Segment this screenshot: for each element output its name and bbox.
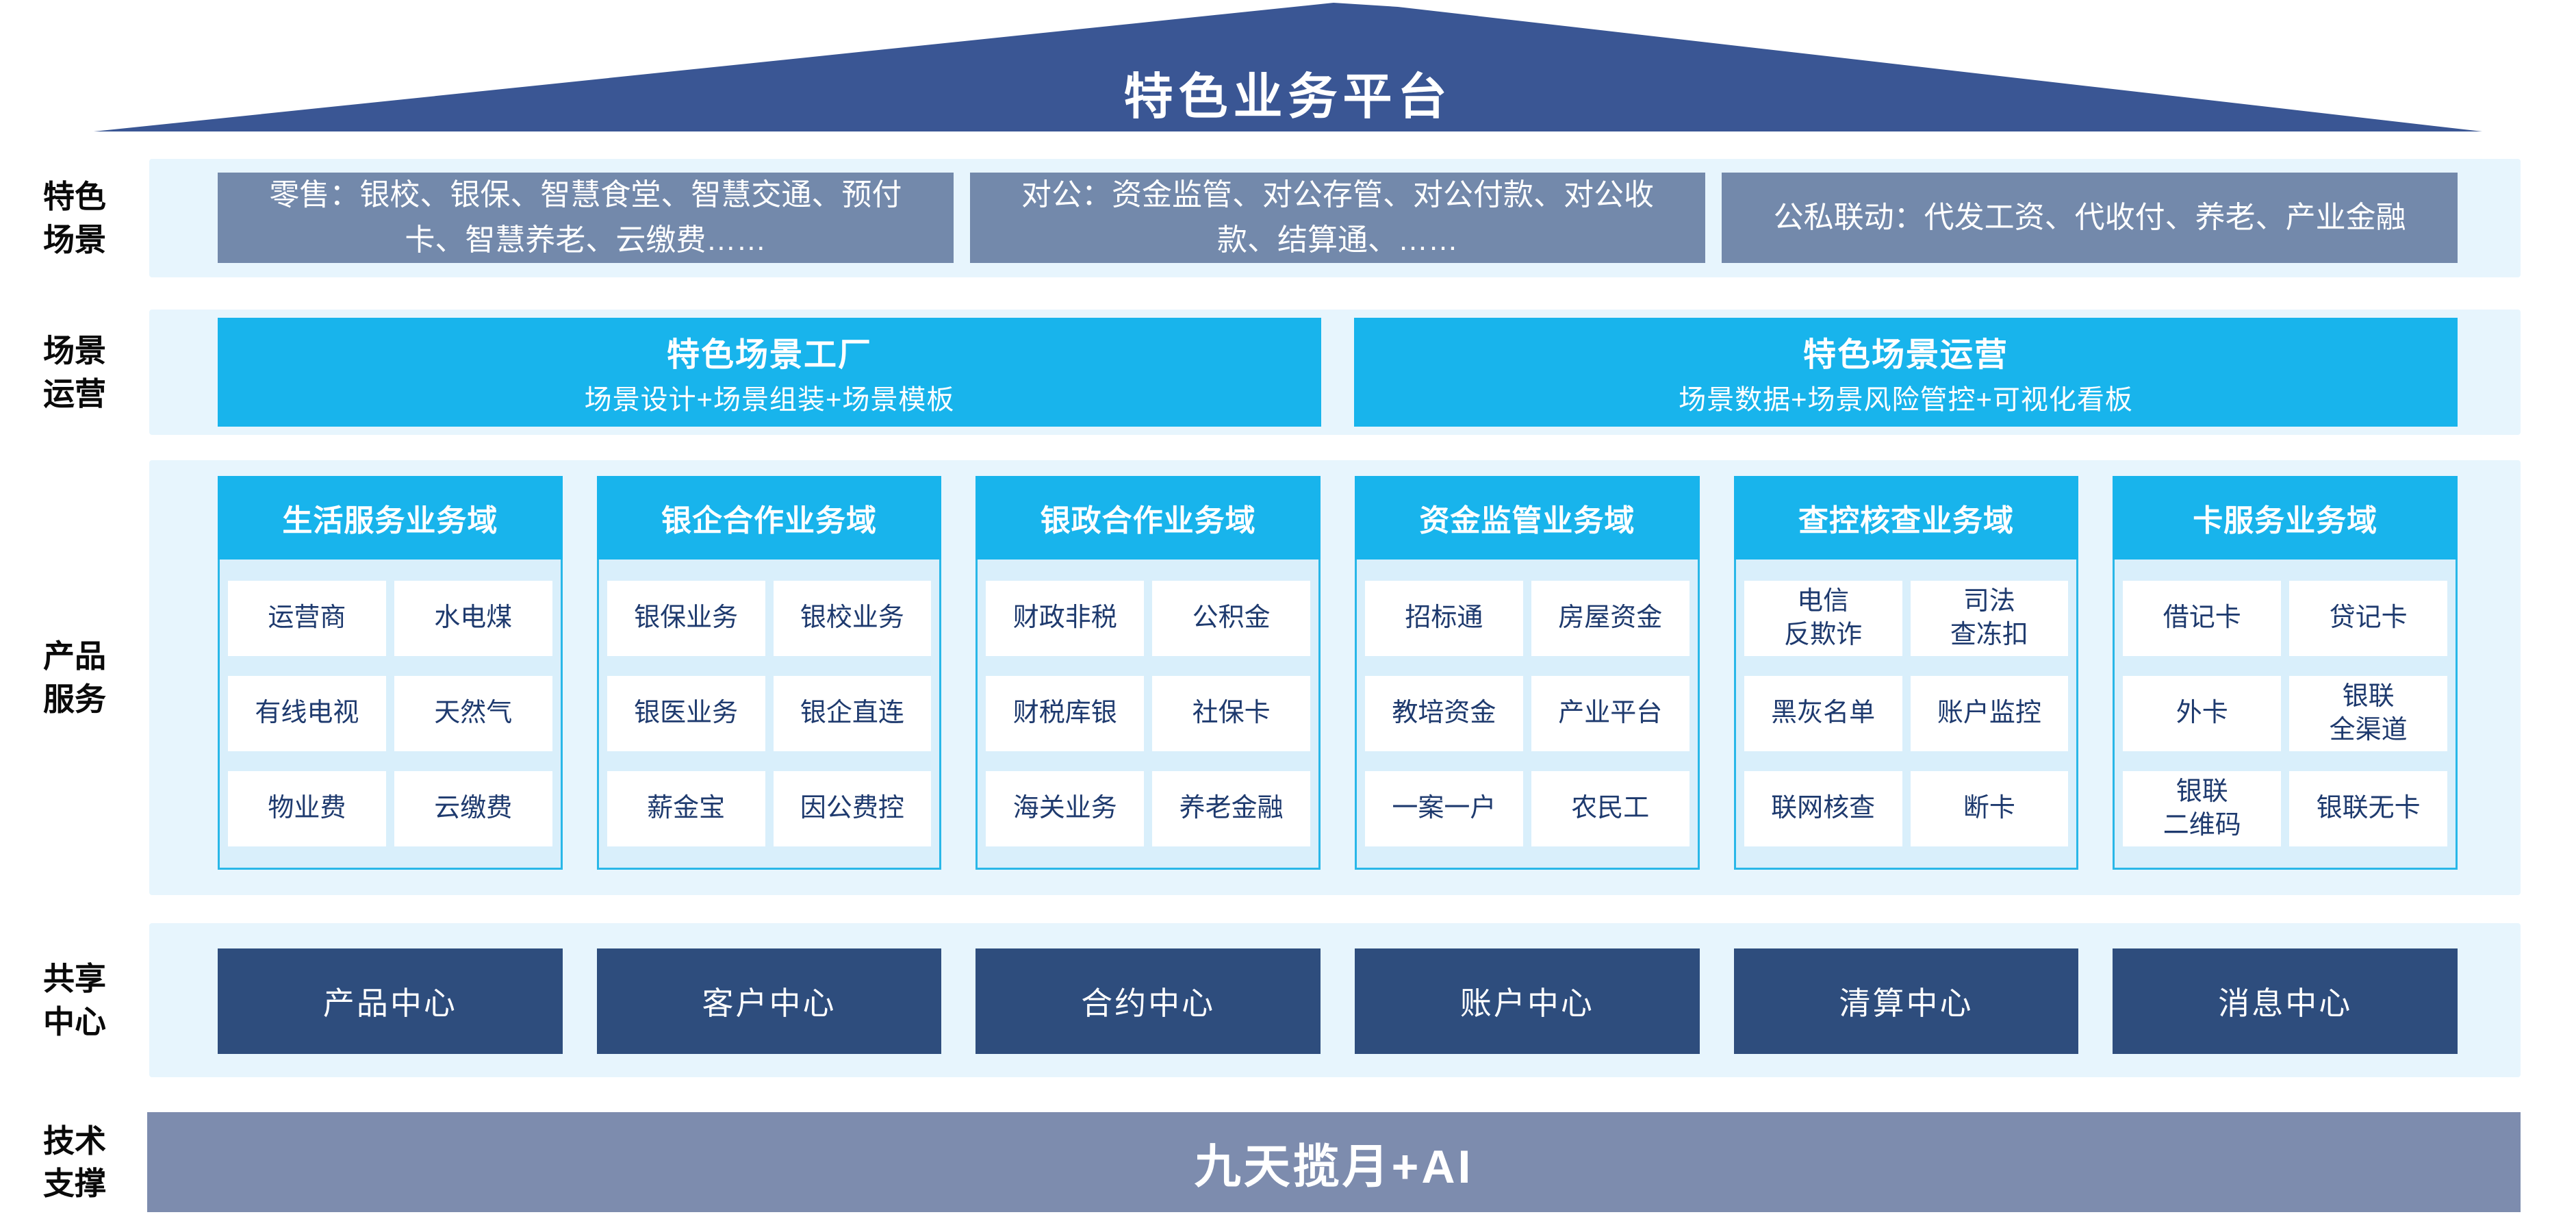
band-shared-inner: 产品中心 客户中心 合约中心 账户中心 清算中心 消息中心	[218, 948, 2458, 1054]
domain-column-fund-supervision: 资金监管业务域 招标通 房屋资金 教培资金 产业平台 一案一户 农民工	[1355, 476, 1700, 870]
ops-box-title: 特色场景运营	[1802, 336, 2008, 373]
domain-body: 运营商 水电煤 有线电视 天然气 物业费 云缴费	[218, 560, 563, 870]
domain-column-bank-enterprise: 银企合作业务域 银保业务 银校业务 银医业务 银企直连 薪金宝 因公费控	[596, 476, 942, 870]
domain-column-card-services: 卡服务业务域 借记卡 贷记卡 外卡 银联 全渠道 银联 二维码 银联无卡	[2113, 476, 2458, 870]
cell: 联网核查	[1744, 771, 1902, 846]
cell: 贷记卡	[2289, 581, 2448, 656]
cell: 云缴费	[394, 771, 552, 846]
band-operations: 特色场景工厂 场景设计+场景组装+场景模板 特色场景运营 场景数据+场景风险管控…	[149, 310, 2521, 435]
domain-column-inquiry-control: 查控核查业务域 电信 反欺诈 司法 查冻扣 黑灰名单 账户监控 联网核查 断卡	[1733, 476, 2079, 870]
domain-column-life-services: 生活服务业务域 运营商 水电煤 有线电视 天然气 物业费 云缴费	[218, 476, 563, 870]
cell: 财税库银	[986, 676, 1145, 751]
cell: 因公费控	[773, 771, 932, 846]
domain-header: 银政合作业务域	[975, 476, 1321, 560]
cell: 财政非税	[986, 581, 1145, 656]
cell: 水电煤	[394, 581, 552, 656]
ops-box-scene-operation: 特色场景运营 场景数据+场景风险管控+可视化看板	[1354, 318, 2458, 427]
cell: 外卡	[2123, 676, 2282, 751]
cell: 房屋资金	[1531, 581, 1689, 656]
band-products-inner: 生活服务业务域 运营商 水电煤 有线电视 天然气 物业费 云缴费 银企合作业务域…	[218, 476, 2458, 870]
cell: 银联 二维码	[2123, 771, 2282, 846]
domain-column-bank-government: 银政合作业务域 财政非税 公积金 财税库银 社保卡 海关业务 养老金融	[975, 476, 1321, 870]
cell: 断卡	[1910, 771, 2069, 846]
cell: 农民工	[1531, 771, 1689, 846]
cell: 银联 全渠道	[2289, 676, 2448, 751]
cell: 银医业务	[607, 676, 765, 751]
cell: 银联无卡	[2289, 771, 2448, 846]
band-products: 生活服务业务域 运营商 水电煤 有线电视 天然气 物业费 云缴费 银企合作业务域…	[149, 460, 2521, 895]
cell: 司法 查冻扣	[1910, 581, 2069, 656]
page-title: 特色业务平台	[1123, 70, 1453, 125]
scene-box-retail: 零售：银校、银保、智慧食堂、智慧交通、预付卡、智慧养老、云缴费……	[218, 173, 954, 263]
domain-body: 借记卡 贷记卡 外卡 银联 全渠道 银联 二维码 银联无卡	[2113, 560, 2458, 870]
domain-header: 卡服务业务域	[2113, 476, 2458, 560]
cell: 有线电视	[228, 676, 386, 751]
cell: 产业平台	[1531, 676, 1689, 751]
rail-label-shared: 共享 中心	[43, 961, 106, 1040]
domain-body: 电信 反欺诈 司法 查冻扣 黑灰名单 账户监控 联网核查 断卡	[1733, 560, 2079, 870]
ops-box-subtitle: 场景设计+场景组装+场景模板	[584, 385, 955, 416]
cell: 借记卡	[2123, 581, 2282, 656]
ops-box-title: 特色场景工厂	[666, 336, 872, 373]
domain-body: 财政非税 公积金 财税库银 社保卡 海关业务 养老金融	[975, 560, 1321, 870]
domain-header: 生活服务业务域	[218, 476, 563, 560]
tech-support-bar: 九天揽月+AI	[147, 1112, 2521, 1212]
center-box-clearing: 清算中心	[1733, 948, 2079, 1054]
cell: 教培资金	[1365, 676, 1523, 751]
domain-body: 银保业务 银校业务 银医业务 银企直连 薪金宝 因公费控	[596, 560, 942, 870]
cell: 一案一户	[1365, 771, 1523, 846]
cell: 物业费	[228, 771, 386, 846]
rail-label-tech: 技术 支撑	[43, 1122, 106, 1201]
center-box-product: 产品中心	[218, 948, 563, 1054]
domain-header: 查控核查业务域	[1733, 476, 2079, 560]
scene-box-public-private: 公私联动：代发工资、代收付、养老、产业金融	[1722, 173, 2458, 263]
center-box-customer: 客户中心	[596, 948, 942, 1054]
cell: 社保卡	[1152, 676, 1311, 751]
cell: 银企直连	[773, 676, 932, 751]
ops-box-scene-factory: 特色场景工厂 场景设计+场景组装+场景模板	[218, 318, 1321, 427]
rail-label-operations: 场景 运营	[43, 333, 106, 412]
cell: 账户监控	[1910, 676, 2069, 751]
cell: 招标通	[1365, 581, 1523, 656]
center-box-message: 消息中心	[2113, 948, 2458, 1054]
roof-banner-shape	[94, 3, 2482, 131]
domain-body: 招标通 房屋资金 教培资金 产业平台 一案一户 农民工	[1355, 560, 1700, 870]
cell: 公积金	[1152, 581, 1311, 656]
scene-box-corporate: 对公：资金监管、对公存管、对公付款、对公收款、结算通、……	[969, 173, 1706, 263]
cell: 运营商	[228, 581, 386, 656]
band-scenes: 零售：银校、银保、智慧食堂、智慧交通、预付卡、智慧养老、云缴费…… 对公：资金监…	[149, 159, 2521, 277]
cell: 海关业务	[986, 771, 1145, 846]
center-box-account: 账户中心	[1355, 948, 1700, 1054]
rail-label-products: 产品 服务	[43, 638, 106, 717]
cell: 电信 反欺诈	[1744, 581, 1902, 656]
cell: 黑灰名单	[1744, 676, 1902, 751]
cell: 薪金宝	[607, 771, 765, 846]
domain-header: 银企合作业务域	[596, 476, 942, 560]
ops-box-subtitle: 场景数据+场景风险管控+可视化看板	[1679, 385, 2133, 416]
band-scenes-inner: 零售：银校、银保、智慧食堂、智慧交通、预付卡、智慧养老、云缴费…… 对公：资金监…	[218, 173, 2458, 263]
cell: 养老金融	[1152, 771, 1311, 846]
band-shared-centers: 产品中心 客户中心 合约中心 账户中心 清算中心 消息中心	[149, 923, 2521, 1077]
band-operations-inner: 特色场景工厂 场景设计+场景组装+场景模板 特色场景运营 场景数据+场景风险管控…	[218, 318, 2458, 427]
domain-header: 资金监管业务域	[1355, 476, 1700, 560]
cell: 天然气	[394, 676, 552, 751]
cell: 银校业务	[773, 581, 932, 656]
center-box-contract: 合约中心	[975, 948, 1321, 1054]
cell: 银保业务	[607, 581, 765, 656]
rail-label-scenes: 特色 场景	[43, 179, 106, 257]
